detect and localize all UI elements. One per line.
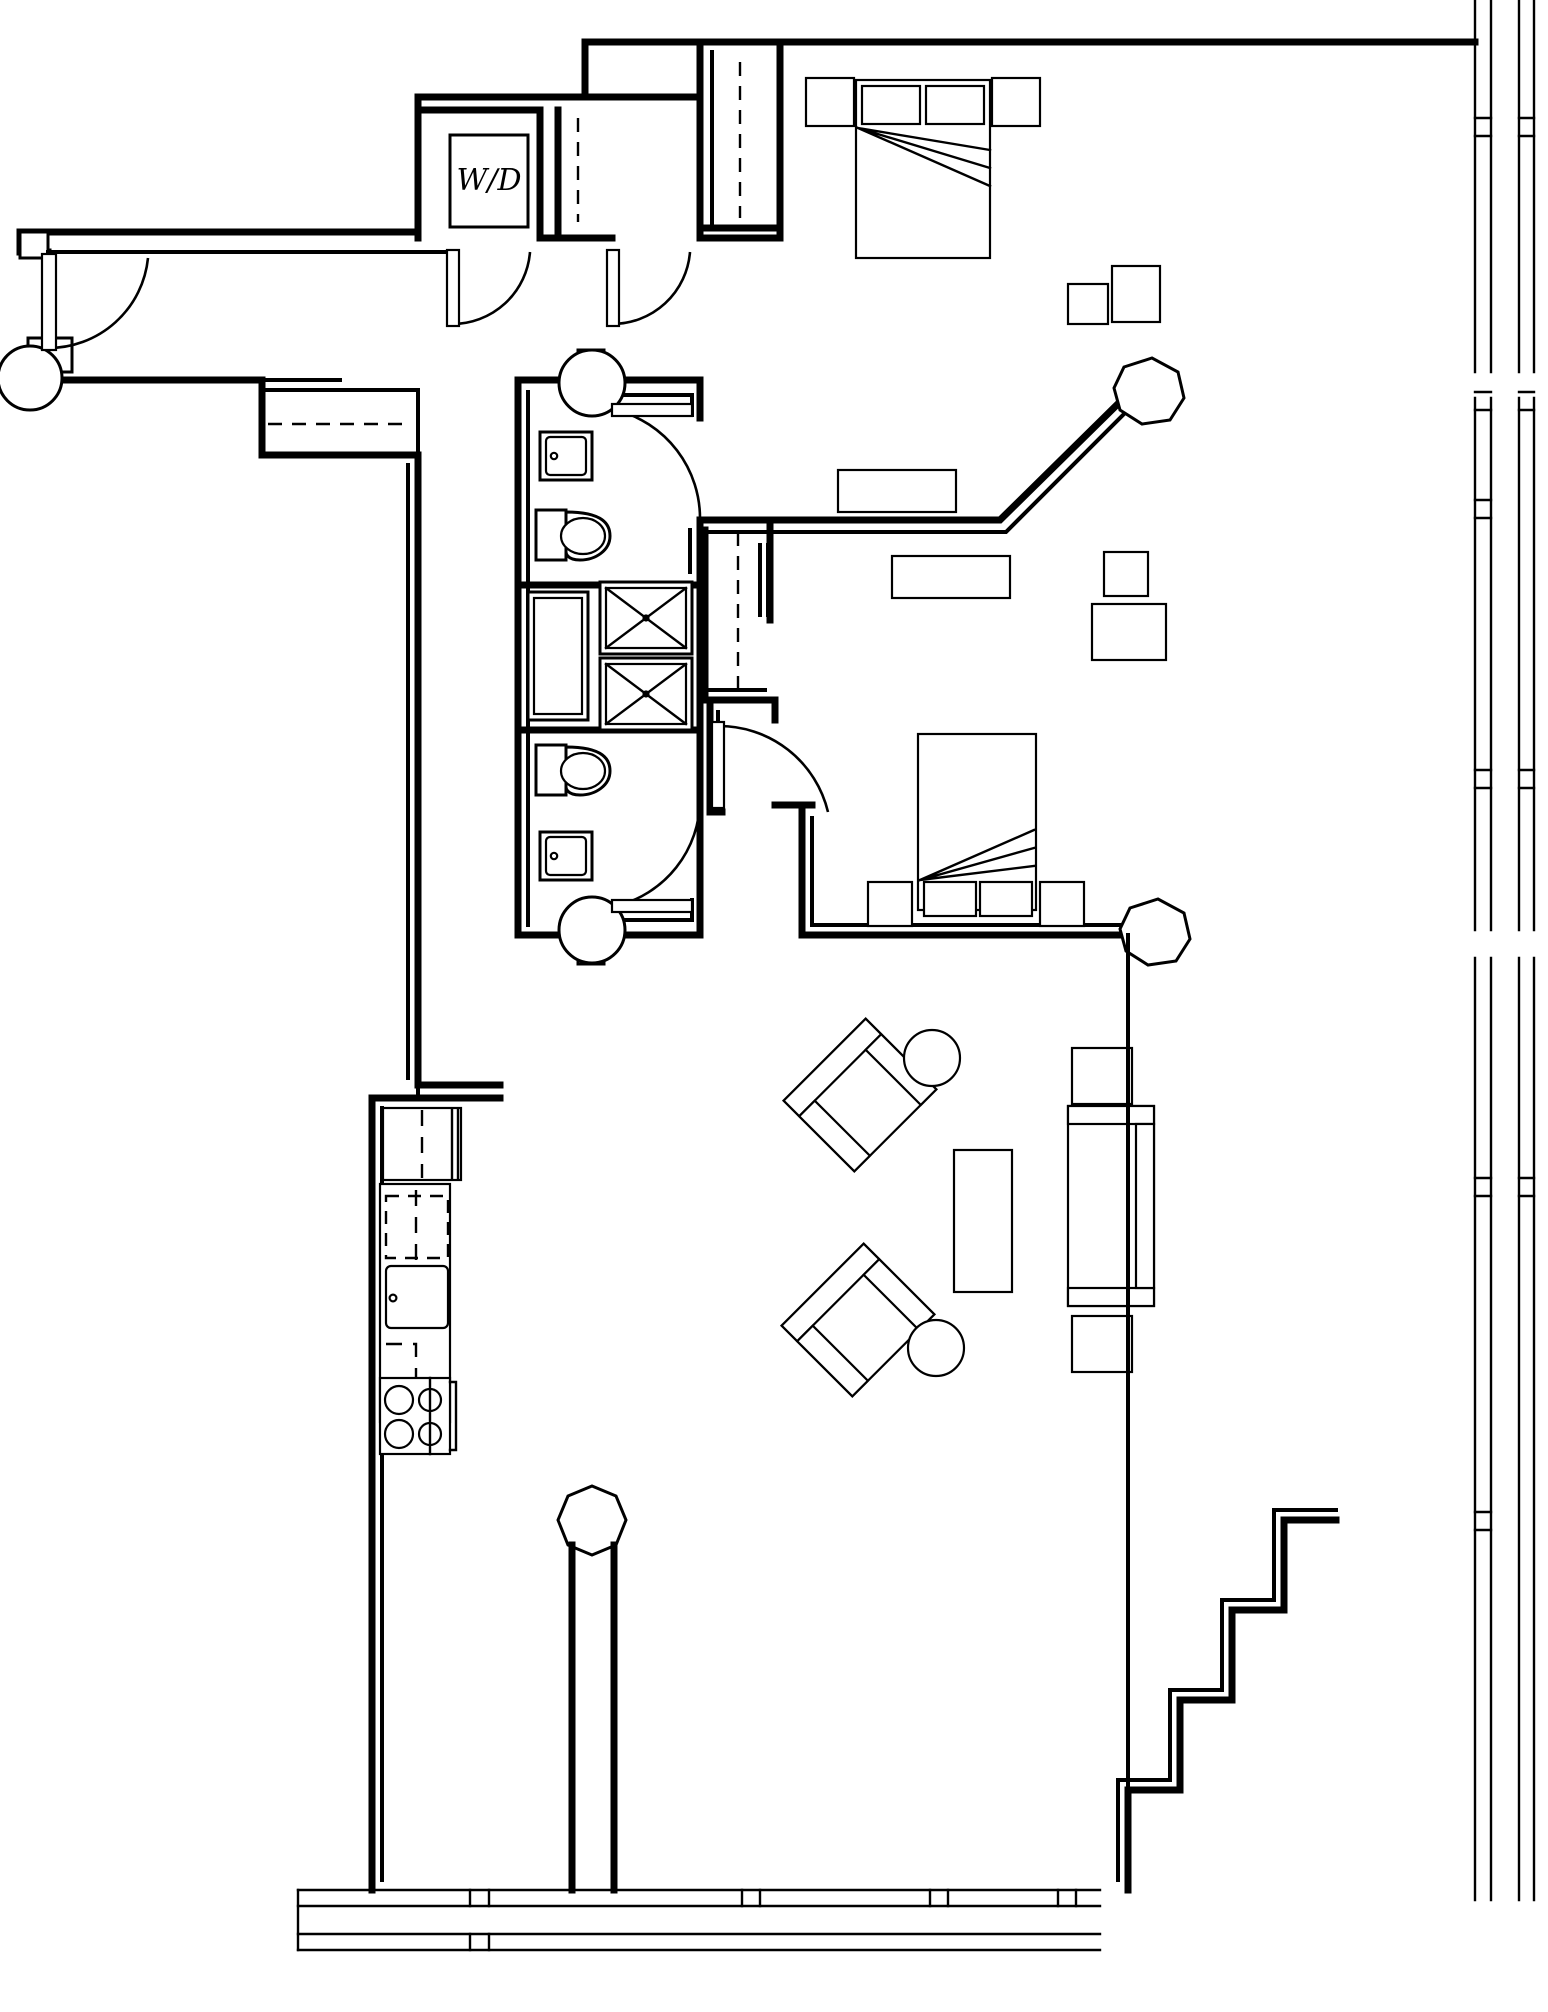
fixture-refrigerator: [381, 1106, 463, 1182]
furniture-armchair-b[interactable]: [780, 1242, 936, 1398]
furniture-chair-1: [1066, 282, 1110, 326]
armchair-a-armrest-l: [797, 1099, 872, 1173]
furniture-nightstand-2a: [866, 880, 914, 928]
fixture-tub-linen: [526, 590, 590, 722]
fixture-shower-lower: [598, 656, 694, 732]
bath2-fixtures: [534, 656, 694, 882]
fixture-toilet-upper: [534, 508, 612, 562]
door-closet[interactable]: [605, 248, 692, 328]
bedroom1-furniture: [804, 76, 1162, 326]
furniture-end-table-a: [1070, 1046, 1134, 1106]
fixture-range: [378, 1376, 458, 1456]
door-bedroom2[interactable]: [710, 720, 830, 813]
armchair-a-back: [782, 1017, 883, 1118]
fixture-toilet-lower: [534, 743, 612, 797]
doors: [40, 248, 830, 914]
door-laundry[interactable]: [445, 248, 532, 328]
fixture-dishwasher: [384, 1190, 450, 1268]
burner-2: [383, 1418, 415, 1450]
column-bath-top: [557, 348, 627, 418]
sofa-back-top: [1066, 1104, 1156, 1126]
sofa-back-bottom: [1066, 1286, 1156, 1308]
furniture-bed-2: [916, 732, 1038, 918]
washer-dryer-label: W/D: [457, 163, 522, 198]
armchair-b-back: [780, 1242, 881, 1343]
column-east: [1118, 897, 1192, 967]
walls: [16, 38, 1479, 1894]
kitchen-fixtures: [378, 1106, 463, 1456]
curtain-wall-south: [296, 1888, 1102, 1952]
door-bath1[interactable]: [610, 402, 702, 521]
mullion-joints-east: [1473, 116, 1536, 1532]
furniture-console-b: [890, 554, 1012, 600]
fixture-sink-upper: [538, 430, 594, 482]
furniture-armchair-a[interactable]: [782, 1017, 938, 1173]
fixture-washer-dryer: W/D: [448, 133, 530, 229]
armchair-b-armrest-l: [795, 1324, 870, 1398]
door-entry[interactable]: [40, 252, 150, 352]
pillow-1a: [860, 84, 922, 126]
living-upper-furniture: [836, 468, 1168, 662]
bath1-fixtures: [526, 430, 694, 722]
column-bath-bottom: [557, 895, 627, 966]
furniture-dresser-2: [1090, 602, 1168, 662]
furniture-nightstand-1a: [804, 76, 856, 128]
fixture-sink-lower: [538, 830, 594, 882]
fixture-kitchen-sink: [384, 1264, 450, 1330]
column-northeast: [1112, 356, 1186, 426]
furniture-nightstand-2b: [1038, 880, 1086, 928]
furniture-dresser-1: [1110, 264, 1162, 324]
fixture-shower-upper: [598, 580, 694, 656]
pillow-1b: [924, 84, 986, 126]
furniture-side-table-b: [906, 1318, 966, 1378]
sofa-armrest: [1134, 1122, 1156, 1290]
interior-detail: [416, 933, 1130, 1792]
furniture-side-table-a: [902, 1028, 962, 1088]
door-bath2[interactable]: [610, 799, 702, 914]
furniture-sofa: [1066, 1104, 1156, 1308]
furniture-console-a: [836, 468, 958, 514]
bedroom2-furniture: [866, 732, 1086, 928]
curtain-wall-east: [1473, 0, 1536, 1902]
mullion-joints-south: [468, 1888, 1078, 1952]
burner-1: [383, 1384, 415, 1416]
column-entry: [0, 336, 74, 412]
furniture-bed-1: [854, 78, 992, 260]
furniture-nightstand-1b: [990, 76, 1042, 128]
furniture-end-table-b: [1070, 1314, 1134, 1374]
furniture-side-table-upper: [1102, 550, 1150, 598]
living-room-furniture: [780, 1017, 1156, 1398]
structural-columns: [0, 336, 1192, 1894]
column-south: [556, 1484, 628, 1894]
furniture-coffee-table: [952, 1148, 1014, 1294]
pillow-2b: [978, 880, 1034, 918]
pillow-2a: [922, 880, 978, 918]
